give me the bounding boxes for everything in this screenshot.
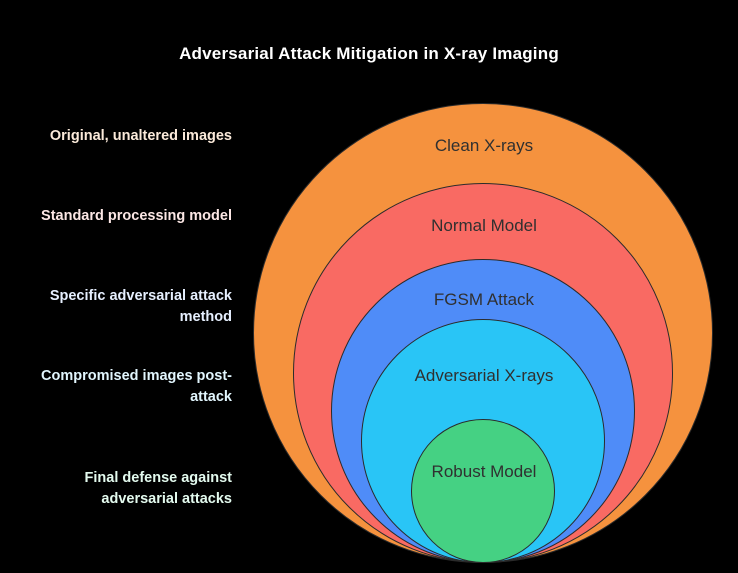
circle-robust-model[interactable]: Robust Model: [411, 419, 555, 563]
annotation-normal-model: Standard processing model: [41, 208, 232, 224]
annotation-clean-xrays: Original, unaltered images: [49, 128, 232, 144]
annotation-robust-model: Final defense against adversarial attack…: [84, 470, 232, 507]
annotation-column: Original, unaltered images Standard proc…: [14, 0, 232, 573]
circle-label-normal-model: Normal Model: [431, 216, 537, 235]
page-title: Adversarial Attack Mitigation in X-ray I…: [179, 44, 559, 63]
circle-label-robust-model: Robust Model: [431, 462, 537, 481]
annotation-adversarial-xrays: Compromised images post-attack: [41, 368, 232, 405]
circle-label-adversarial-xrays: Adversarial X-rays: [414, 366, 554, 385]
circle-label-clean-xrays: Clean X-rays: [434, 136, 534, 155]
annotation-fgsm-attack: Specific adversarial attack method: [49, 288, 232, 325]
circle-label-fgsm-attack: FGSM Attack: [433, 290, 535, 309]
